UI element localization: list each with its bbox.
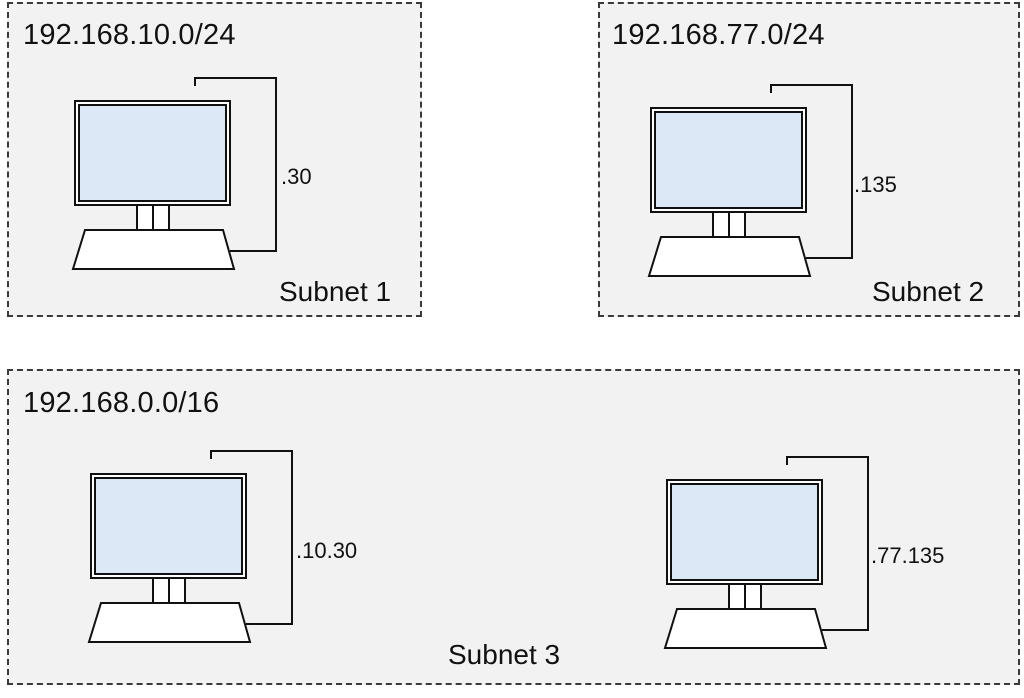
host-label: .30 <box>281 164 312 189</box>
subnet-2-box: 192.168.77.0/24 Subnet 2 .135 <box>598 2 1020 317</box>
desktop-computer-icon <box>71 77 277 270</box>
subnet-3-box: 192.168.0.0/16 Subnet 3 .10.30 .77.135 <box>7 369 1020 685</box>
desktop-computer-icon <box>663 456 869 649</box>
desktop-computer-icon <box>87 450 293 643</box>
subnet-3-cidr: 192.168.0.0/16 <box>23 387 220 419</box>
subnet-1-name: Subnet 1 <box>279 276 392 307</box>
desktop-computer-icon <box>647 84 853 277</box>
host-label: .10.30 <box>296 538 358 563</box>
subnet-2-cidr: 192.168.77.0/24 <box>612 19 825 51</box>
subnet-3-name: Subnet 3 <box>448 639 561 670</box>
subnet-1-cidr: 192.168.10.0/24 <box>23 19 236 51</box>
subnet-1-box: 192.168.10.0/24 Subnet 1 .30 <box>7 2 422 317</box>
host-label: .77.135 <box>871 543 945 568</box>
subnet-2-name: Subnet 2 <box>872 276 985 307</box>
host-label: .135 <box>854 172 897 197</box>
